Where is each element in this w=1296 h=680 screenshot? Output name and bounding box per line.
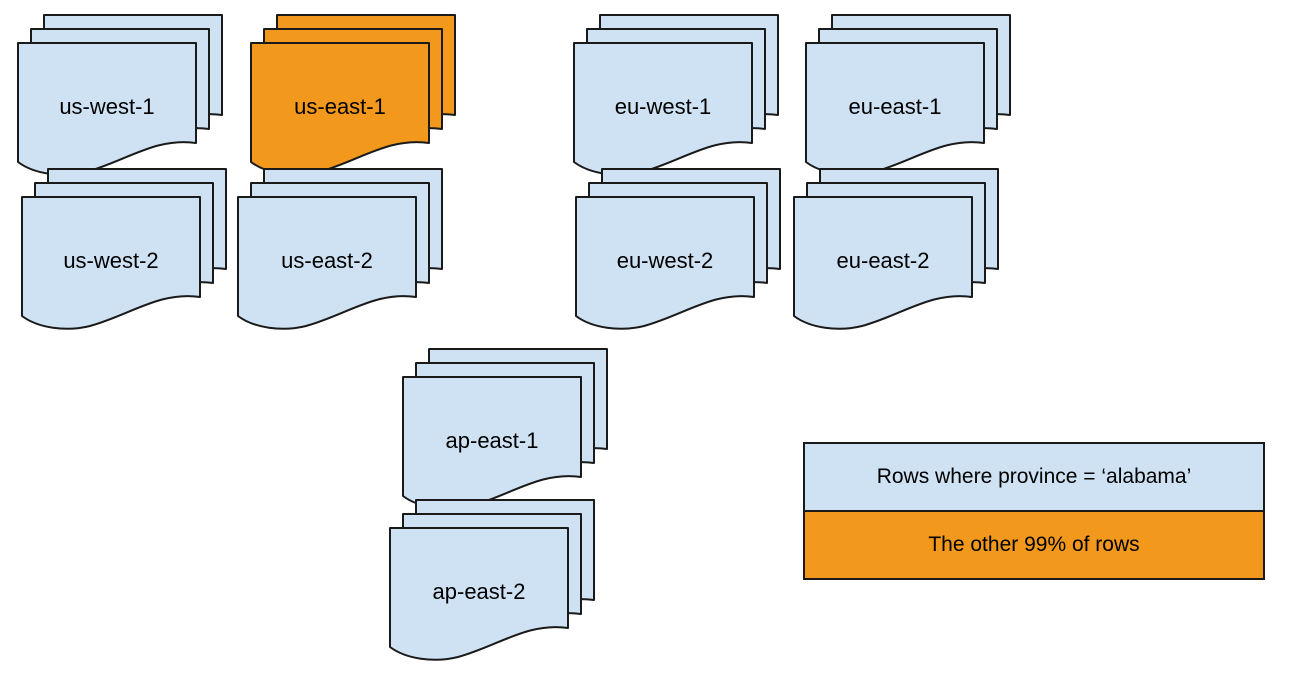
region-stack-eu-west-2: eu-west-2 (575, 168, 781, 333)
region-stack-eu-east-2: eu-east-2 (793, 168, 999, 333)
region-label: eu-east-1 (848, 94, 942, 119)
region-label: eu-east-2 (836, 248, 930, 273)
document-stack-icon (237, 168, 443, 330)
document-stack-icon (389, 499, 595, 661)
document-stack-icon (793, 168, 999, 330)
region-label: eu-west-2 (616, 248, 714, 273)
region-label: us-west-1 (59, 94, 155, 119)
document-stack-icon (573, 14, 779, 176)
region-stack-us-west-2: us-west-2 (21, 168, 227, 333)
document-stack-icon (805, 14, 1011, 176)
region-stack-us-east-2: us-east-2 (237, 168, 443, 333)
document-stack-icon (575, 168, 781, 330)
region-label: eu-west-1 (614, 94, 712, 119)
legend-item-other-rows: The other 99% of rows (805, 510, 1263, 578)
document-stack-icon (250, 14, 456, 176)
region-label: us-east-2 (281, 248, 373, 273)
region-stack-ap-east-2: ap-east-2 (389, 499, 595, 664)
region-stack-ap-east-1: ap-east-1 (402, 348, 608, 513)
region-stack-eu-west-1: eu-west-1 (573, 14, 779, 179)
document-stack-icon (402, 348, 608, 510)
region-label: ap-east-2 (432, 579, 526, 604)
region-label: ap-east-1 (445, 428, 539, 453)
region-label: us-east-1 (294, 94, 386, 119)
region-stack-eu-east-1: eu-east-1 (805, 14, 1011, 179)
document-stack-icon (17, 14, 223, 176)
region-stack-us-west-1: us-west-1 (17, 14, 223, 179)
region-stack-us-east-1: us-east-1 (250, 14, 456, 179)
document-stack-icon (21, 168, 227, 330)
legend-item-label: Rows where province = ‘alabama’ (876, 465, 1192, 488)
legend-item-alabama-rows: Rows where province = ‘alabama’ (805, 444, 1263, 510)
region-label: us-west-2 (63, 248, 159, 273)
legend-item-label: The other 99% of rows (928, 533, 1140, 556)
legend: Rows where province = ‘alabama’ The othe… (803, 442, 1265, 580)
